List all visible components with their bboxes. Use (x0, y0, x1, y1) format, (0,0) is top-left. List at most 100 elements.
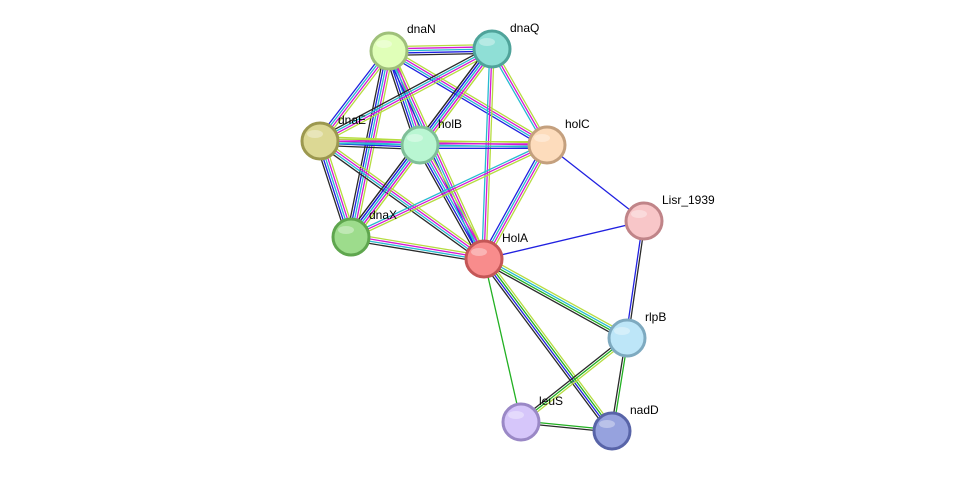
edge-HolA-leuS (483, 258, 522, 423)
edge-line-databases (349, 142, 547, 236)
edge-line-cooccurrence (480, 142, 545, 259)
edge-line-textmining (390, 47, 550, 143)
node-highlight (534, 134, 550, 142)
edge-line-coexpression (481, 261, 627, 342)
node-label-holB: holB (438, 117, 462, 131)
node-circle-dnaN[interactable] (369, 31, 409, 71)
edge-line-experiments (484, 144, 549, 261)
node-label-Lisr_1939: Lisr_1939 (662, 193, 715, 207)
edge-line-databases (481, 48, 491, 260)
edge-line-cooccurrence (386, 53, 546, 149)
edge-line-experiments (388, 49, 549, 145)
edge-line-cooccurrence (483, 220, 645, 260)
edge-line-coexpression (317, 143, 483, 263)
edge-line-experiments (350, 235, 485, 259)
edge-holC-dnaX (349, 142, 549, 240)
node-label-rlpB: rlpB (645, 310, 666, 324)
edge-dnaQ-dnaE (317, 45, 495, 145)
node-leuS[interactable]: leuS (501, 394, 563, 442)
node-holC[interactable]: holC (527, 117, 590, 165)
edge-line-textmining (521, 339, 630, 425)
node-circle-HolA[interactable] (464, 239, 504, 279)
edge-line-cooccurrence (482, 259, 612, 433)
edge-line-textmining (391, 48, 488, 259)
edge-line-cooccurrence (625, 220, 644, 339)
edge-line-experiments (350, 144, 548, 238)
edge-line-textmining (320, 51, 495, 145)
edge-line-coexpression (627, 220, 646, 339)
edge-dnaN-holC (386, 47, 550, 149)
node-label-dnaN: dnaN (407, 22, 436, 36)
edge-dnaX-HolA (349, 233, 486, 263)
node-circle-Lisr_1939[interactable] (624, 201, 664, 241)
edge-line-textmining (485, 256, 616, 430)
node-circle-leuS[interactable] (501, 402, 541, 442)
edge-line-databases (318, 141, 485, 261)
node-dnaQ[interactable]: dnaQ (472, 21, 539, 69)
edge-HolA-rlpB (481, 255, 630, 342)
edge-holC-Lisr_1939 (546, 144, 645, 222)
edge-line-neighborhood (482, 259, 628, 340)
edge-line-databases (318, 47, 493, 141)
node-highlight (338, 226, 354, 234)
node-label-dnaQ: dnaQ (510, 21, 539, 35)
node-circle-holC[interactable] (527, 125, 567, 165)
edge-line-neighborhood (483, 258, 522, 423)
edge-line-coexpression (349, 239, 485, 263)
node-circle-dnaE[interactable] (300, 121, 340, 161)
node-Lisr_1939[interactable]: Lisr_1939 (624, 193, 715, 241)
edge-line-coexpression (480, 260, 610, 434)
edge-holC-HolA (480, 142, 551, 262)
nodes-layer: dnaN dnaQ dnaE holB holC dnaX HolA Lisr_1939rlp… (300, 21, 715, 451)
edge-line-coexpression (317, 45, 492, 139)
node-label-dnaE: dnaE (338, 113, 366, 127)
edge-holB-holC (419, 141, 548, 149)
node-circle-rlpB[interactable] (607, 318, 647, 358)
node-dnaN[interactable]: dnaN (369, 22, 436, 71)
node-circle-dnaX[interactable] (331, 217, 371, 257)
edge-line-databases (387, 51, 548, 147)
edge-line-textmining (423, 142, 489, 258)
node-nadD[interactable]: nadD (592, 403, 659, 451)
edge-line-experiments (421, 143, 487, 259)
node-highlight (376, 40, 392, 48)
edge-line-coexpression (346, 141, 418, 236)
edge-HolA-Lisr_1939 (483, 220, 645, 260)
edge-line-cooccurrence (546, 144, 645, 222)
node-dnaE[interactable]: dnaE (300, 113, 366, 161)
edge-line-experiments (319, 49, 494, 143)
node-label-dnaX: dnaX (369, 208, 397, 222)
edge-line-cooccurrence (417, 145, 483, 261)
edge-dnaQ-HolA (481, 48, 495, 260)
node-highlight (307, 130, 323, 138)
node-HolA[interactable]: HolA (464, 231, 528, 279)
node-highlight (508, 411, 524, 419)
edge-line-experiments (319, 139, 486, 259)
edge-Lisr_1939-rlpB (625, 220, 646, 339)
node-label-leuS: leuS (539, 394, 563, 408)
node-label-HolA: HolA (502, 231, 528, 245)
edge-line-databases (350, 237, 485, 261)
edge-line-textmining (350, 233, 486, 257)
node-circle-dnaQ[interactable] (472, 29, 512, 69)
edge-line-coexpression (518, 335, 627, 421)
edge-rlpB-leuS (518, 335, 630, 425)
edge-line-coexpression (415, 146, 481, 262)
node-circle-nadD[interactable] (592, 411, 632, 451)
edge-line-databases (419, 144, 485, 260)
node-holB[interactable]: holB (400, 117, 462, 165)
edge-HolA-nadD (480, 256, 616, 434)
node-highlight (407, 134, 423, 142)
node-highlight (471, 248, 487, 256)
edge-line-databases (483, 257, 629, 338)
node-rlpB[interactable]: rlpB (607, 310, 666, 358)
edge-line-textmining (484, 255, 630, 336)
node-circle-holB[interactable] (400, 125, 440, 165)
edge-line-textmining (485, 48, 495, 260)
node-dnaX[interactable]: dnaX (331, 208, 397, 257)
edge-dnaE-HolA (317, 137, 487, 263)
node-highlight (479, 38, 495, 46)
node-highlight (631, 210, 647, 218)
edge-holB-HolA (415, 142, 489, 262)
